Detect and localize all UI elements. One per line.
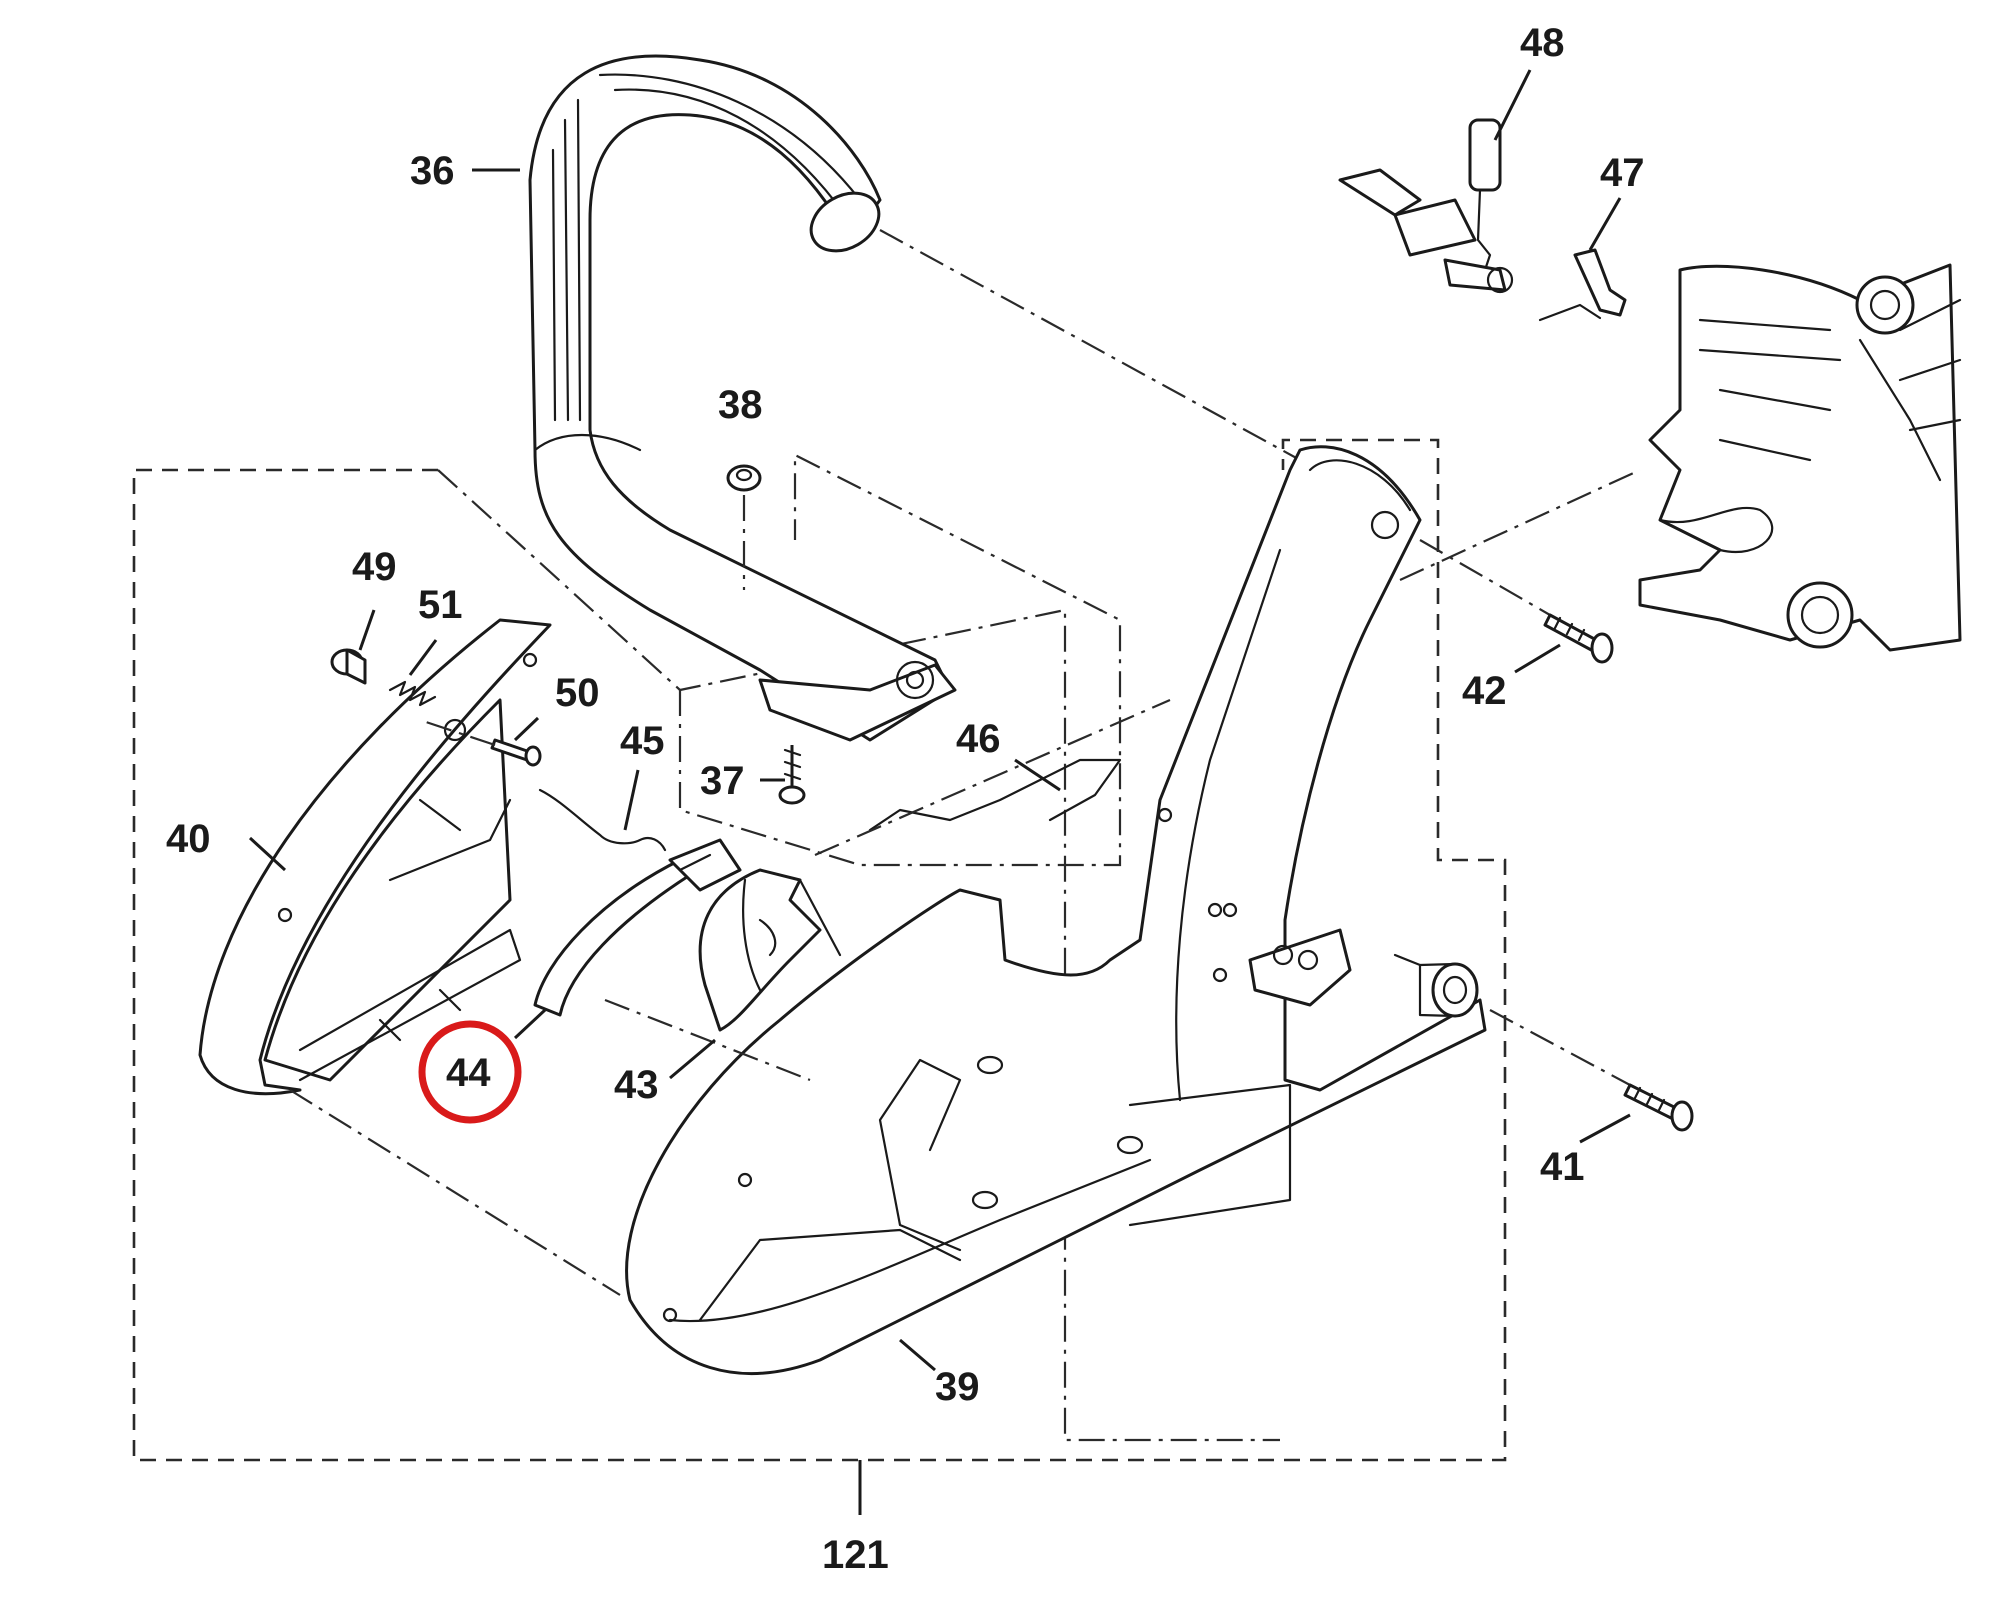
label-43: 43 [614,1063,659,1107]
side-cover-40 [198,618,552,1096]
subassembly-boundary-inner [678,453,1122,867]
label-45: 45 [620,719,665,763]
label-51: 51 [418,583,463,627]
screw-42 [1419,539,1614,664]
label-38: 38 [718,383,763,427]
axis-46 [814,698,1171,857]
highlight-44: 44 [418,1020,522,1124]
trigger-43 [698,868,842,1032]
axis-engine [1399,469,1641,581]
wire-link-46 [868,758,1122,832]
engine-housing [1638,263,1962,652]
label-37: 37 [700,759,745,803]
bushing-49 [330,648,367,685]
label-41: 41 [1540,1145,1585,1189]
label-50: 50 [555,671,600,715]
lockout-44 [533,838,742,1017]
nut-38 [726,464,762,492]
label-39: 39 [935,1365,980,1409]
label-46: 46 [956,717,1001,761]
label-44: 44 [446,1051,491,1095]
spring-45 [538,788,667,852]
screw-37 [778,745,806,805]
rear-handle-39 [625,445,1487,1375]
axis-cover [419,718,496,747]
front-handle-36 [528,54,957,742]
label-49: 49 [352,545,397,589]
label-42: 42 [1462,669,1507,713]
label-36: 36 [410,149,455,193]
subassembly-boundary [437,469,1280,1442]
assembly-121-boundary [132,438,1507,1462]
axis-36 [879,229,1301,461]
axis-trigger [604,998,811,1082]
contact-47 [1538,248,1627,322]
switch-48 [1338,118,1514,294]
label-47: 47 [1600,151,1645,195]
label-48: 48 [1520,21,1565,65]
axis-left [289,1089,621,1296]
label-121: 121 [822,1533,889,1577]
screw-41 [1489,1009,1694,1132]
spring-51 [388,680,437,707]
label-40: 40 [166,817,211,861]
leader-lines [248,69,1631,1515]
highlight-circle [418,1020,522,1124]
